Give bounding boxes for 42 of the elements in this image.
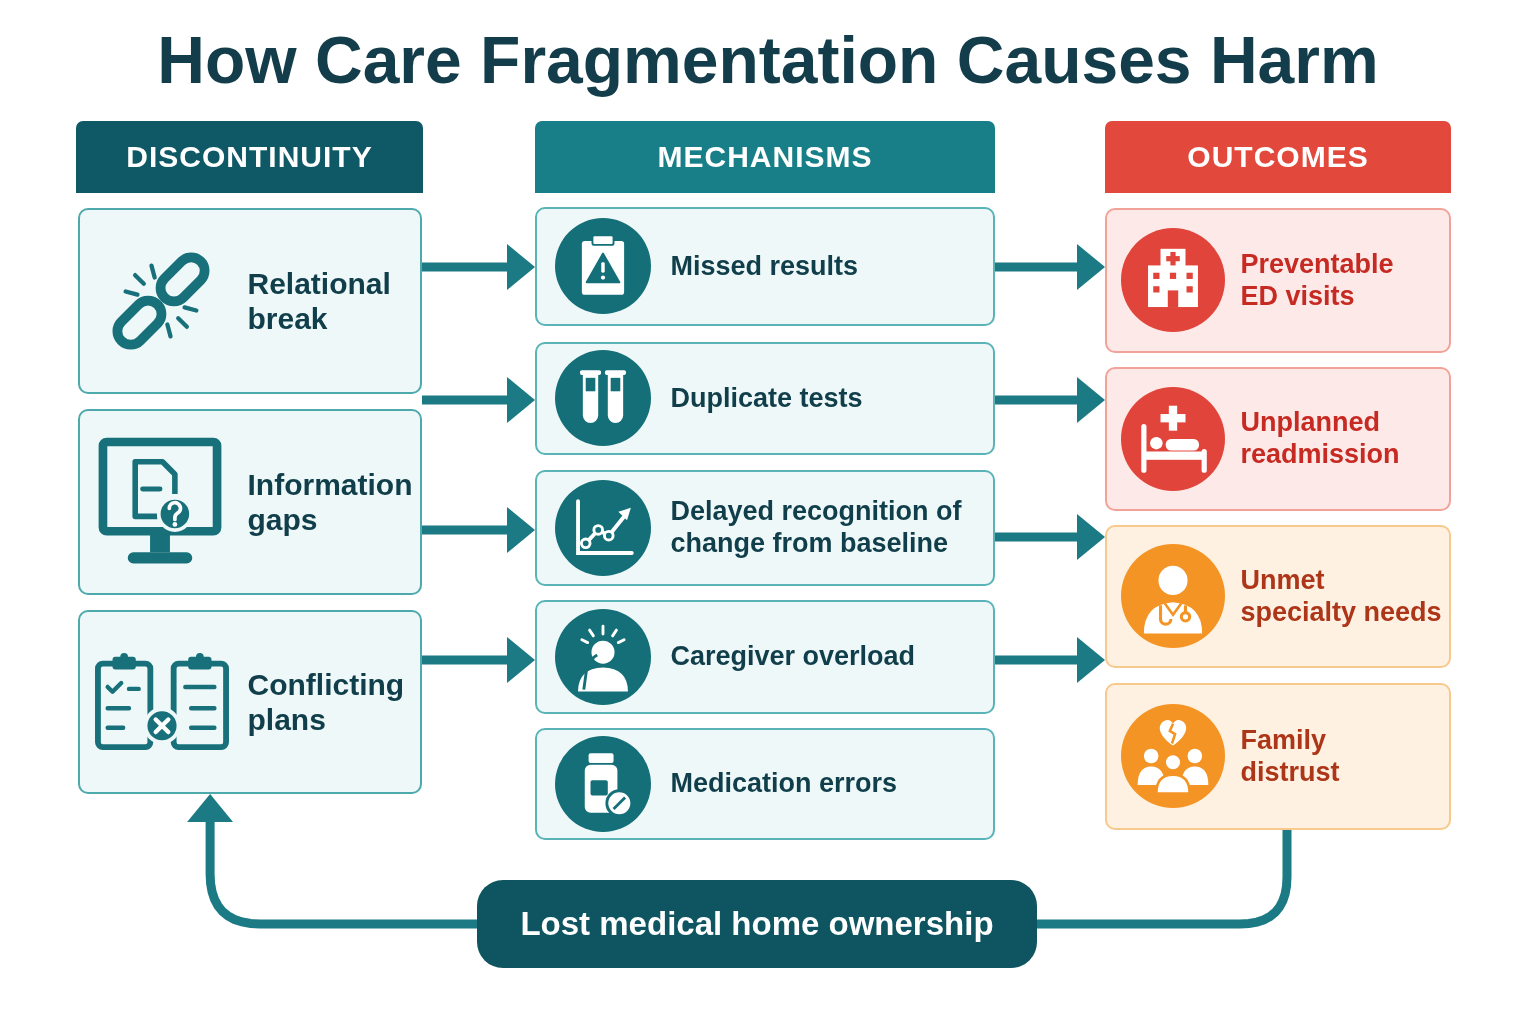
mechanism-card — [535, 728, 995, 840]
outcome-card — [1105, 208, 1451, 353]
outcome-card — [1105, 683, 1451, 830]
outcome-card — [1105, 367, 1451, 511]
arrow — [995, 377, 1105, 423]
card-label: Unplanned readmission — [1240, 407, 1401, 471]
arrow — [422, 507, 535, 553]
card-label: Delayed recognition of change from baseline — [670, 496, 963, 560]
card-label: Duplicate tests — [670, 382, 864, 415]
header-band — [535, 121, 995, 193]
column-heading: OUTCOMES — [1187, 139, 1369, 175]
card-label: Information gaps — [247, 466, 414, 538]
column-heading: DISCONTINUITY — [126, 139, 373, 175]
card-label: Medication errors — [670, 768, 899, 800]
header-band — [1105, 121, 1451, 193]
header-band — [76, 121, 423, 193]
card-label: Missed results — [670, 250, 860, 283]
mechanism-card — [535, 470, 995, 586]
arrow — [995, 244, 1105, 290]
card-label: Family distrust — [1240, 724, 1341, 789]
cause-card — [78, 409, 422, 595]
arrow — [422, 637, 535, 683]
cause-card — [78, 208, 422, 394]
arrow — [995, 637, 1105, 683]
mechanism-card — [535, 342, 995, 455]
card-label: Caregiver overload — [670, 641, 917, 673]
banner-label: Lost medical home ownership — [520, 904, 994, 944]
mechanism-card — [535, 600, 995, 714]
card-label: Unmet specialty needs — [1240, 564, 1443, 629]
title: How Care Fragmentation Causes Harm — [156, 22, 1380, 99]
arrow — [995, 514, 1105, 560]
card-label: Relational break — [247, 265, 392, 337]
arrow — [187, 794, 477, 929]
arrow — [422, 244, 535, 290]
banner-pill — [477, 880, 1037, 968]
column-heading: MECHANISMS — [657, 139, 873, 175]
card-label: Preventable ED visits — [1240, 248, 1395, 313]
outcome-card — [1105, 525, 1451, 668]
mechanism-card — [535, 207, 995, 326]
connector-line — [1037, 830, 1292, 929]
card-label: Conflicting plans — [247, 666, 406, 738]
cause-card — [78, 610, 422, 794]
